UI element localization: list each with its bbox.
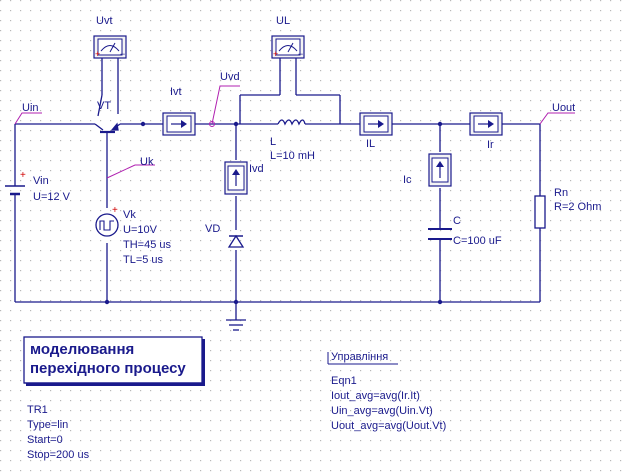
plus-sign: + — [20, 170, 26, 181]
ground-symbol[interactable] — [226, 319, 246, 331]
node-label-uin[interactable]: Uin — [22, 102, 39, 114]
voltmeter-uvt[interactable]: + − — [93, 35, 127, 63]
voltmeter-ul[interactable]: + − — [271, 35, 305, 63]
plus-sign: + — [112, 205, 118, 216]
pulse-source-vk[interactable]: + — [95, 205, 119, 237]
battery-value: U=12 V — [33, 191, 71, 203]
meter-ivt-label: Ivt — [170, 86, 182, 98]
equation-line-2: Uin_avg=avg(Uin.Vt) — [331, 405, 433, 417]
diode-vd[interactable] — [227, 234, 245, 248]
meter-ul-label: UL — [276, 15, 290, 27]
plus-sign: + — [95, 49, 100, 59]
ammeter-ic[interactable] — [428, 153, 452, 187]
meter-uvt-label: Uvt — [96, 15, 113, 27]
equation-line-1: Iout_avg=avg(Ir.It) — [331, 390, 420, 402]
minus-sign: − — [298, 49, 303, 59]
capacitor-c[interactable] — [428, 228, 452, 240]
title-box[interactable]: моделювання перехідного процесу — [23, 336, 205, 386]
capacitor-value: C=100 uF — [453, 235, 502, 247]
equation-name: Eqn1 — [331, 375, 357, 387]
pulse-source-u: U=10V — [123, 224, 158, 236]
resistor-rn[interactable] — [534, 195, 546, 229]
probe-uvd — [209, 121, 215, 127]
minus-sign: − — [120, 49, 125, 59]
node-label-uvd[interactable]: Uvd — [220, 71, 240, 83]
diode-name: VD — [205, 223, 220, 235]
transient-type: Type=lin — [27, 419, 68, 431]
equation-line-3: Uout_avg=avg(Uout.Vt) — [331, 420, 446, 432]
capacitor-name: C — [453, 215, 461, 227]
inductor-value: L=10 mH — [270, 150, 315, 162]
transient-name: TR1 — [27, 404, 48, 416]
pulse-source-tl: TL=5 us — [123, 254, 164, 266]
transient-sim-block[interactable]: TR1 Type=lin Start=0 Stop=200 us — [27, 404, 90, 461]
meter-il-label: IL — [366, 138, 375, 150]
resistor-value: R=2 Ohm — [554, 201, 601, 213]
node-label-uk[interactable]: Uk — [140, 156, 154, 168]
resistor-name: Rn — [554, 187, 568, 199]
ammeter-il[interactable] — [359, 112, 393, 136]
ammeter-ir[interactable] — [469, 112, 503, 136]
battery-name: Vin — [33, 175, 49, 187]
inductor-name: L — [270, 136, 276, 148]
wires — [14, 63, 541, 320]
node-label-leaders — [14, 85, 575, 179]
transistor-vt[interactable] — [94, 122, 121, 134]
equation-header: Управління — [331, 351, 388, 363]
pulse-source-name: Vk — [123, 209, 136, 221]
meter-ic-label: Ic — [403, 174, 412, 186]
node-label-uout[interactable]: Uout — [552, 102, 575, 114]
meter-ivd-label: Ivd — [249, 163, 264, 175]
title-line-1: моделювання — [30, 341, 134, 358]
plus-sign: + — [273, 49, 278, 59]
inductor-l[interactable] — [277, 119, 306, 126]
title-line-2: перехідного процесу — [30, 360, 186, 377]
ammeter-ivt[interactable] — [162, 112, 196, 136]
transistor-name: VT — [97, 100, 111, 112]
meter-ir-label: Ir — [487, 139, 494, 151]
junctions — [104, 121, 443, 305]
transient-stop: Stop=200 us — [27, 449, 90, 461]
battery-vin[interactable]: + — [5, 170, 26, 206]
equation-block[interactable]: Управління Eqn1 Iout_avg=avg(Ir.It) Uin_… — [327, 351, 446, 432]
ammeter-ivd[interactable] — [224, 161, 248, 195]
transient-start: Start=0 — [27, 434, 63, 446]
pulse-source-th: TH=45 us — [123, 239, 171, 251]
